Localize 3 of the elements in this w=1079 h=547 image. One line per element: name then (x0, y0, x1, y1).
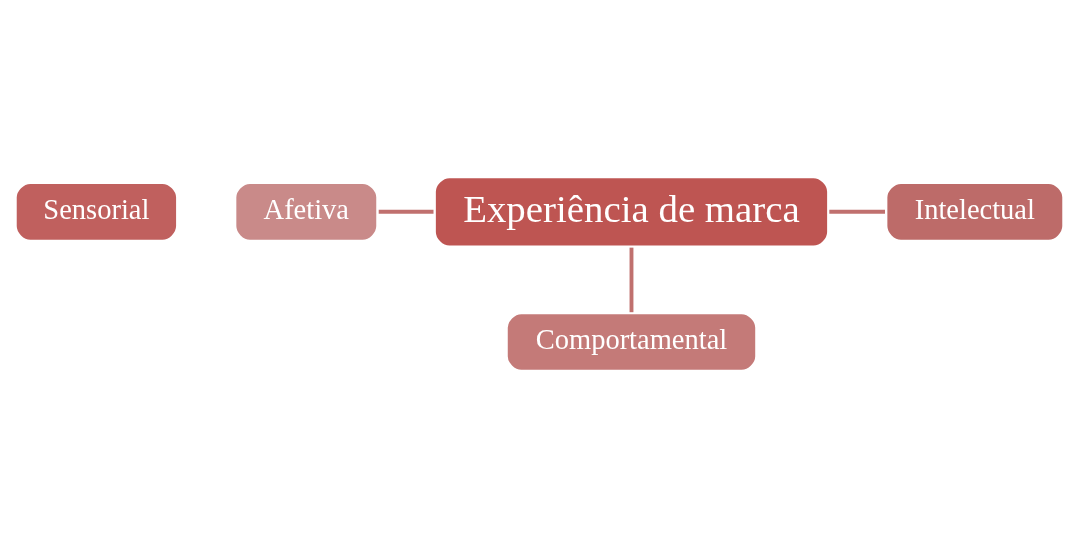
connector (829, 209, 885, 214)
connector (629, 247, 634, 312)
connector (378, 209, 434, 214)
